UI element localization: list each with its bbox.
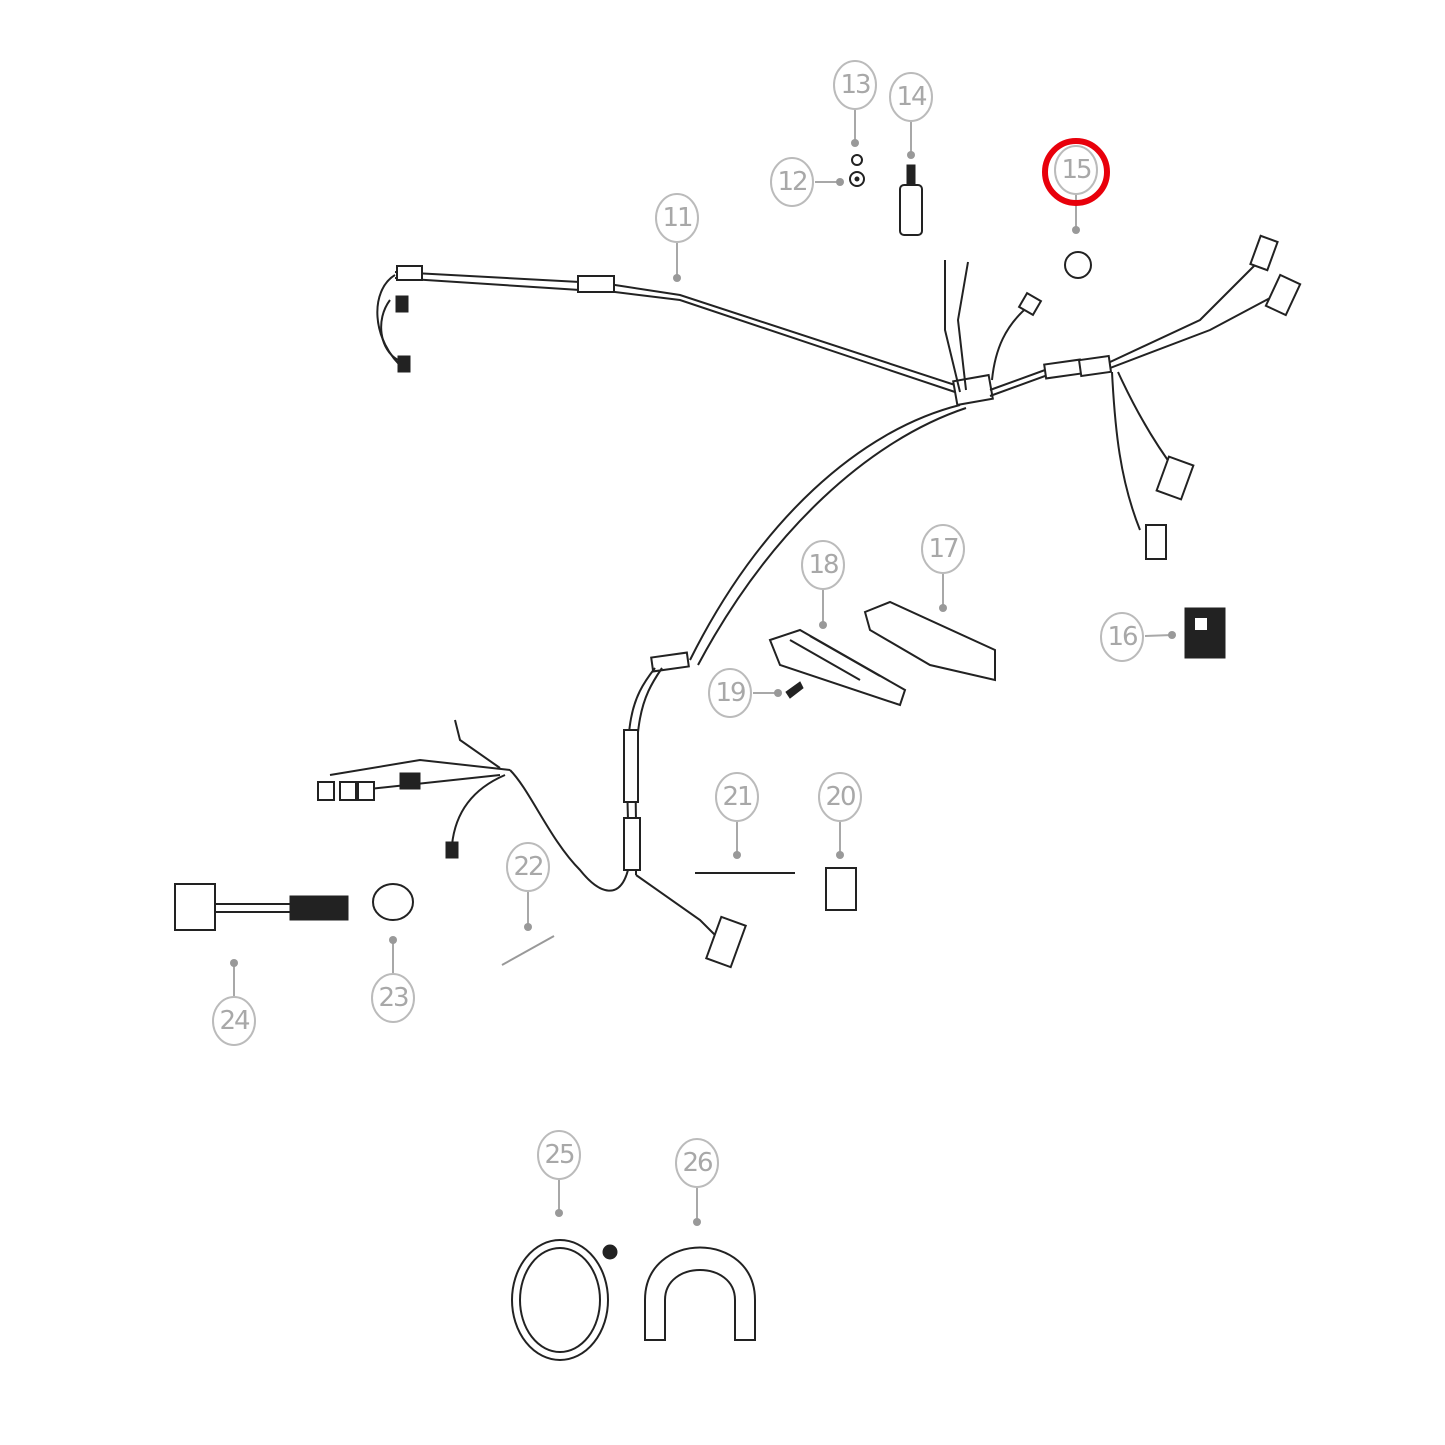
callout-number: 11: [662, 203, 692, 233]
part-20-pad: [825, 867, 857, 911]
leader-line: [1144, 634, 1173, 638]
callout-number: 17: [928, 534, 958, 564]
callout-number: 14: [896, 82, 927, 112]
leader-dot: [524, 923, 532, 931]
callout-circle: [921, 524, 965, 574]
callout-number: 16: [1107, 622, 1137, 652]
callout-circle: [801, 540, 845, 590]
wire-harness: [317, 234, 1302, 969]
callout-circle: [212, 996, 256, 1046]
callout-19[interactable]: 19: [708, 668, 782, 718]
callout-number: 13: [840, 70, 870, 100]
callout-11[interactable]: 11: [655, 193, 699, 282]
part-22-pin: [501, 935, 555, 966]
part-16-module: [1184, 607, 1226, 659]
leader-dot: [1072, 226, 1080, 234]
callout-number: 24: [219, 1006, 250, 1036]
part-17-cover: [863, 600, 996, 682]
leader-dot: [836, 178, 844, 186]
part-19-screw: [785, 681, 804, 699]
part-15-grommet: [1064, 251, 1092, 279]
callout-24[interactable]: 24: [212, 959, 256, 1046]
callout-number: 23: [378, 983, 408, 1013]
callout-14[interactable]: 14: [889, 72, 933, 159]
leader-dot: [733, 851, 741, 859]
leader-dot: [939, 604, 947, 612]
callout-circle: [889, 72, 933, 122]
callout-number: 26: [682, 1148, 712, 1178]
callout-circle: [1054, 145, 1098, 195]
callout-18[interactable]: 18: [801, 540, 845, 629]
callout-circle: [371, 973, 415, 1023]
callout-number: 25: [544, 1140, 574, 1170]
leader-dot: [1168, 631, 1176, 639]
callout-26[interactable]: 26: [675, 1138, 719, 1226]
highlight-ring: [1042, 138, 1110, 206]
leader-dot: [907, 151, 915, 159]
callout-15[interactable]: 15: [1042, 138, 1110, 234]
callout-number: 12: [777, 167, 806, 197]
part-25-hose: [511, 1239, 618, 1361]
leader-dot: [819, 621, 827, 629]
leader-dot: [693, 1218, 701, 1226]
callout-number: 20: [825, 782, 855, 812]
callout-circle: [818, 772, 862, 822]
callouts: 11 12 13 14 15 16 17 18 19 20 21 22 23 24 25 26: [212, 60, 1176, 1226]
leader-dot: [389, 936, 397, 944]
part-23-ring: [372, 883, 414, 921]
callout-number: 21: [722, 782, 752, 812]
leader-dot: [836, 851, 844, 859]
callout-circle: [1100, 612, 1144, 662]
callout-circle: [833, 60, 877, 110]
callout-16[interactable]: 16: [1100, 612, 1176, 662]
callout-13[interactable]: 13: [833, 60, 877, 147]
callout-circle: [708, 668, 752, 718]
leader-dot: [851, 139, 859, 147]
callout-25[interactable]: 25: [537, 1130, 581, 1217]
callout-number: 22: [513, 852, 542, 882]
part-26-clip: [644, 1246, 756, 1341]
callout-22[interactable]: 22: [506, 842, 550, 931]
leader-dot: [555, 1209, 563, 1217]
callout-23[interactable]: 23: [371, 936, 415, 1023]
callout-circle: [655, 193, 699, 243]
callout-12[interactable]: 12: [770, 157, 844, 207]
leader-dot: [774, 689, 782, 697]
callout-circle: [715, 772, 759, 822]
part-24-connector: [174, 883, 349, 931]
callout-circle: [675, 1138, 719, 1188]
part-12-13-washers: [849, 154, 865, 187]
callout-circle: [537, 1130, 581, 1180]
callout-circle: [770, 157, 814, 207]
callout-number: 18: [808, 550, 838, 580]
callout-17[interactable]: 17: [921, 524, 965, 612]
part-14-sensor: [899, 164, 923, 236]
leader-dot: [673, 274, 681, 282]
part-18-bracket: [768, 628, 907, 707]
callout-20[interactable]: 20: [818, 772, 862, 859]
callout-circle: [506, 842, 550, 892]
callout-number: 15: [1061, 155, 1091, 185]
callout-number: 19: [715, 678, 745, 708]
leader-dot: [230, 959, 238, 967]
callout-21[interactable]: 21: [715, 772, 759, 859]
